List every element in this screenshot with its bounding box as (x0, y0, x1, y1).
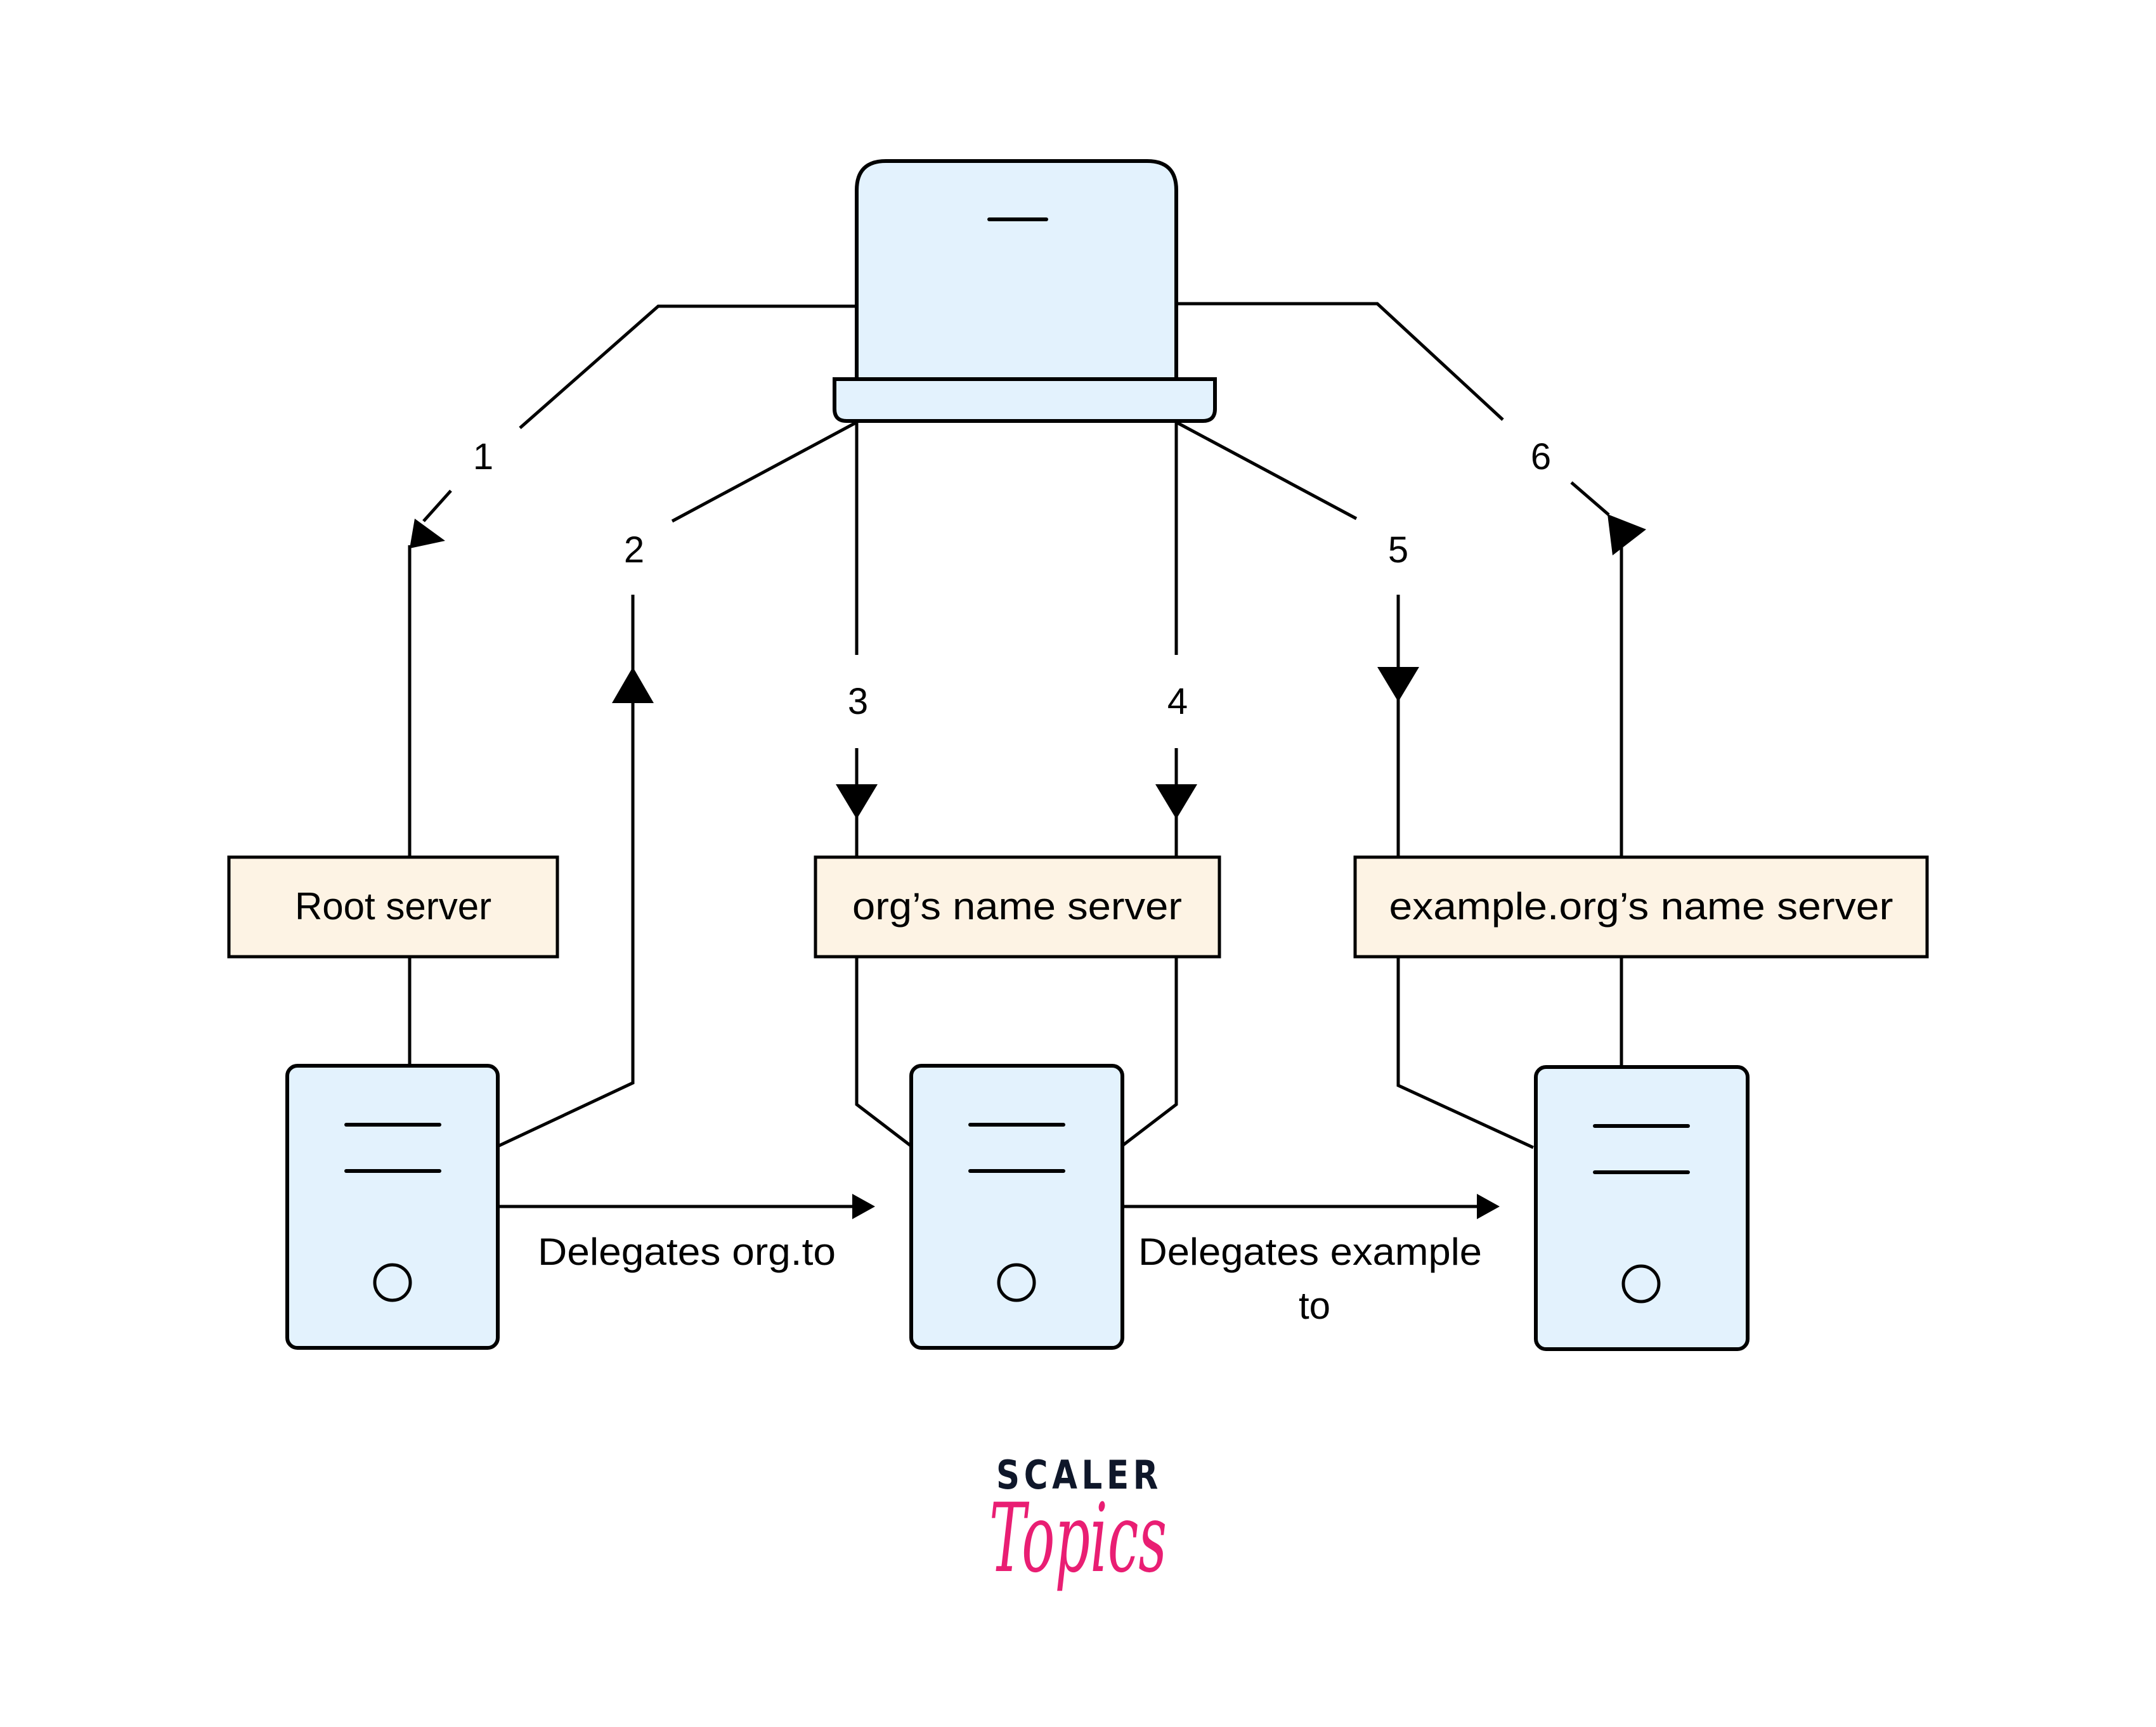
step-4-number: 4 (1167, 681, 1188, 722)
org-server-body (909, 1064, 1124, 1350)
delegation-arrow-org-to-example: Delegates example to (1122, 1194, 1500, 1327)
delegation-1-label: Delegates org.to (538, 1231, 836, 1273)
step-6-number: 6 (1531, 436, 1551, 477)
example-org-server-label: example.org’s name server (1353, 855, 1929, 959)
step-2-arrowhead (612, 667, 654, 703)
step-2-arrow: 2 (497, 420, 858, 1148)
server-icon (909, 1064, 1124, 1350)
root-server-power-led (373, 1263, 412, 1302)
step-6-line-upper (1176, 302, 1504, 421)
step-1-arrow: 1 (408, 304, 857, 857)
step-5-number: 5 (1388, 529, 1408, 571)
root-server-body (285, 1064, 500, 1350)
delegation-2-label-line1: Delegates example (1138, 1231, 1482, 1273)
step-1-line-lower (422, 489, 452, 522)
laptop-icon (833, 159, 1217, 423)
org-server-power-led (997, 1263, 1036, 1302)
step-3-arrowhead (836, 784, 878, 819)
org-server-label-box (814, 855, 1221, 959)
step-6-arrow: 6 (1176, 302, 1646, 857)
server-icon (285, 1064, 500, 1350)
org-connector-left (855, 957, 912, 1147)
server-icon (1534, 1065, 1750, 1351)
org-server-label: org’s name server (814, 855, 1221, 959)
step-1-line-upper (519, 304, 857, 429)
step-4-arrowhead (1155, 784, 1197, 819)
org-server-label-text: org’s name server (852, 885, 1182, 928)
root-server-label-box (227, 855, 559, 959)
step-1-number: 1 (473, 436, 493, 477)
laptop-screen (855, 159, 1178, 381)
example-org-server-label-box (1353, 855, 1929, 959)
step-5-arrowhead (1377, 667, 1419, 702)
logo-topics-text: Topics (989, 1484, 1167, 1594)
delegation-2-label-line2: to (1299, 1284, 1330, 1327)
step-2-number: 2 (624, 529, 644, 571)
logo-scaler-text: SCALER (996, 1452, 1162, 1498)
step-1-arrowhead (410, 519, 445, 548)
delegation-1-arrowhead (852, 1194, 875, 1219)
example-connector-left (1396, 957, 1535, 1149)
delegation-arrow-root-to-org: Delegates org.to (498, 1194, 875, 1273)
step-6-line-lower (1570, 481, 1610, 516)
root-server-label-text: Root server (295, 885, 491, 928)
example-org-server-power-led (1621, 1264, 1661, 1303)
step-6-arrowhead (1607, 514, 1646, 555)
step-5-arrow: 5 (1175, 420, 1419, 857)
step-3-arrow: 3 (836, 421, 878, 857)
example-org-server-body (1534, 1065, 1750, 1351)
step-5-line-upper (1175, 420, 1358, 521)
step-3-number: 3 (848, 681, 868, 722)
example-org-server-label-text: example.org’s name server (1389, 885, 1893, 928)
delegation-2-arrowhead (1477, 1194, 1500, 1219)
scaler-topics-logo: SCALER Topics (989, 1452, 1167, 1594)
step-2-line-upper (671, 420, 858, 523)
step-2-line-lower (497, 595, 635, 1148)
root-server-label: Root server (227, 855, 559, 959)
laptop-base (833, 377, 1217, 423)
org-connector-right (1121, 957, 1178, 1147)
step-4-arrow: 4 (1155, 421, 1197, 857)
